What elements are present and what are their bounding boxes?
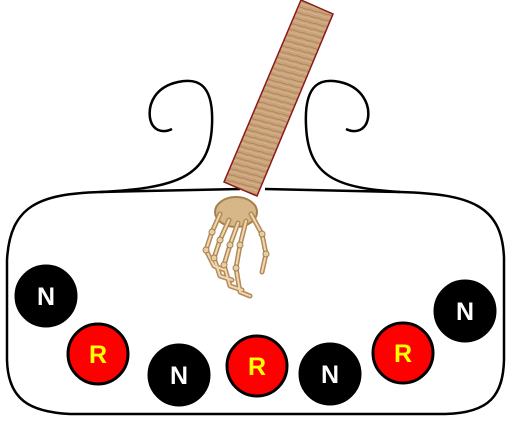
left-scroll-handle [100,81,212,192]
wooden-stick-icon[interactable] [224,0,333,196]
ball-label: N [321,361,339,389]
ball-label: R [394,340,412,368]
balls-group: N R N R N R N [16,266,495,405]
ball-label: N [456,298,474,326]
skeleton-hand-icon[interactable] [203,197,269,296]
black-ball-n[interactable]: N [16,266,76,326]
black-ball-n[interactable]: N [149,345,209,405]
ball-label: R [248,353,266,381]
ball-label: R [89,341,107,369]
black-ball-n[interactable]: N [300,344,360,404]
ball-label: N [170,362,188,390]
red-ball-r[interactable]: R [373,323,433,383]
black-ball-n[interactable]: N [435,281,495,341]
red-ball-r[interactable]: R [68,324,128,384]
right-scroll-handle [306,81,400,192]
ball-label: N [37,283,55,311]
red-ball-r[interactable]: R [227,336,287,396]
